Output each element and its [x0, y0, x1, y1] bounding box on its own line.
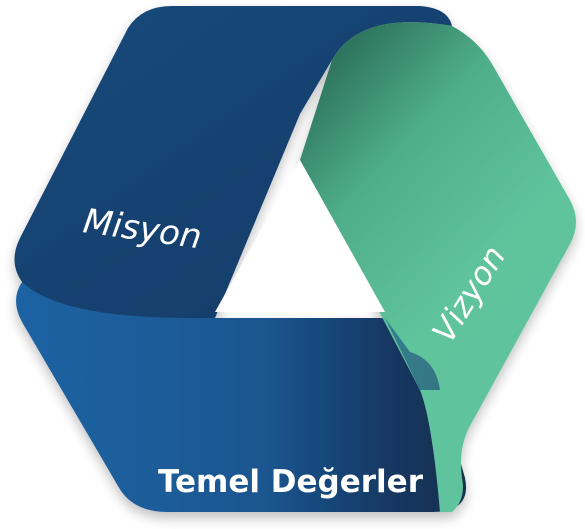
segment-temel — [16, 282, 467, 512]
segment-vizyon — [300, 22, 576, 512]
center-triangle — [215, 160, 385, 312]
segment-misyon — [14, 6, 452, 318]
segment-temel-fold — [385, 318, 440, 390]
label-temel-degerler: Temel Değerler — [158, 464, 424, 500]
ribbon-group — [14, 6, 576, 512]
